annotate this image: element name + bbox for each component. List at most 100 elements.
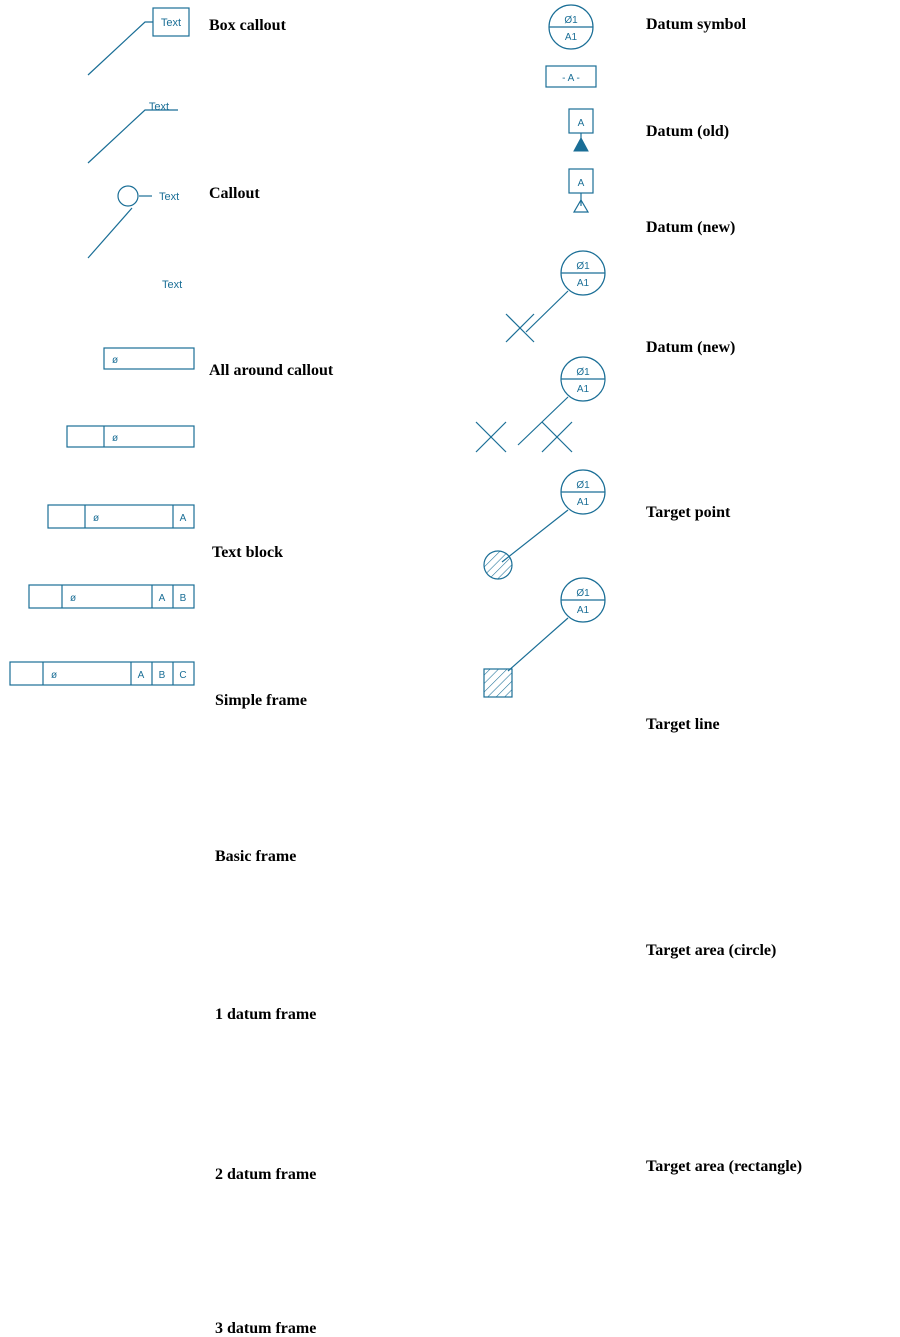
text-block-symbol: Text xyxy=(162,279,182,291)
datum-top-text: Ø1 xyxy=(576,261,590,272)
frame-cell-4: C xyxy=(179,670,186,681)
callout-text: Text xyxy=(159,191,179,203)
frame-outline xyxy=(9,661,195,686)
target-x-icon-left xyxy=(475,421,507,453)
leader-line xyxy=(517,396,569,446)
frame-outline xyxy=(47,504,195,529)
datum-top-text: Ø1 xyxy=(576,480,590,491)
target-area-rectangle-symbol: Ø1 A1 xyxy=(483,577,606,698)
row-all-around-callout: Text All around callout xyxy=(0,176,420,379)
row-basic-frame: ø Basic frame xyxy=(0,420,420,865)
box-callout-symbol: Text xyxy=(87,7,190,76)
leader-line xyxy=(525,290,569,333)
frame-outline xyxy=(66,425,195,448)
two-datum-frame-symbol: ø A B xyxy=(28,584,195,609)
row-datum-new-hollow: A Datum (new) xyxy=(450,164,900,356)
callout-box xyxy=(152,7,190,37)
callout-label: Callout xyxy=(209,185,260,202)
row-simple-frame: ø Simple frame xyxy=(0,342,420,709)
all-around-callout-symbol: Text xyxy=(87,185,179,259)
datum-symbol-label: Datum symbol xyxy=(646,16,747,33)
datum-symbol: Ø1 A1 xyxy=(548,4,594,50)
hatched-rectangle-target-icon xyxy=(483,668,513,698)
row-target-line: Ø1 A1 Target line xyxy=(450,352,900,733)
frame-cell-0: ø xyxy=(112,355,118,366)
three-datum-frame-symbol: ø A B C xyxy=(9,661,195,686)
datum-top-text: Ø1 xyxy=(564,15,578,26)
datum-bottom-text: A1 xyxy=(577,497,590,508)
datum-bottom-text: A1 xyxy=(577,278,590,289)
basic-frame-label: Basic frame xyxy=(215,848,297,865)
target-point-label: Target point xyxy=(646,504,731,521)
target-line-symbol: Ø1 A1 xyxy=(475,356,606,453)
row-datum-new-filled: A Datum (new) xyxy=(450,104,900,236)
target-line-label: Target line xyxy=(646,716,720,733)
leader-line xyxy=(87,207,133,259)
row-target-point: Ø1 A1 Target point xyxy=(450,246,900,521)
callout-text: Text xyxy=(149,101,169,113)
frame-outline xyxy=(28,584,195,609)
basic-frame-symbol: ø xyxy=(66,425,195,448)
frame-cell-1: ø xyxy=(93,513,99,524)
datum-new-hollow-label: Datum (new) xyxy=(646,339,736,356)
target-x-icon-right xyxy=(541,421,573,453)
leader-line xyxy=(507,617,569,672)
row-one-datum-frame: ø A 1 datum frame xyxy=(0,499,420,1023)
frame-cell-1: ø xyxy=(70,593,76,604)
datum-bottom-text: A1 xyxy=(565,32,578,43)
frame-cell-2: A xyxy=(180,513,187,524)
all-around-callout-label: All around callout xyxy=(209,362,334,379)
row-datum-old: - A - Datum (old) xyxy=(450,56,900,140)
target-area-rectangle-label: Target area (rectangle) xyxy=(646,1158,803,1175)
three-datum-frame-label: 3 datum frame xyxy=(215,1320,317,1337)
datum-new-filled-symbol: A xyxy=(568,108,594,152)
row-target-area-rectangle: Ø1 A1 Target area (rectangle) xyxy=(450,573,900,1175)
datum-old-text: - A - xyxy=(562,73,580,84)
leader-line xyxy=(501,509,569,563)
row-three-datum-frame: ø A B C 3 datum frame xyxy=(0,656,420,1337)
target-point-symbol: Ø1 A1 xyxy=(505,250,606,343)
row-text-block: Text Text block xyxy=(0,268,420,561)
datum-letter: A xyxy=(578,178,585,189)
leader-line xyxy=(87,109,178,164)
datum-bottom-text: A1 xyxy=(577,605,590,616)
frame-cell-2: A xyxy=(159,593,166,604)
one-datum-frame-label: 1 datum frame xyxy=(215,1006,317,1023)
row-box-callout: Text Box callout xyxy=(0,0,420,90)
all-around-circle-icon xyxy=(117,185,139,207)
frame-outline xyxy=(103,347,195,370)
datum-bottom-text: A1 xyxy=(577,384,590,395)
leader-line xyxy=(87,21,153,76)
target-area-circle-symbol: Ø1 A1 xyxy=(483,469,606,580)
callout-symbol: Text xyxy=(87,101,178,164)
box-callout-label: Box callout xyxy=(209,17,286,34)
datum-new-hollow-symbol: A xyxy=(568,168,594,213)
target-area-circle-label: Target area (circle) xyxy=(646,942,777,959)
row-two-datum-frame: ø A B 2 datum frame xyxy=(0,579,420,1183)
datum-top-text: Ø1 xyxy=(576,588,590,599)
one-datum-frame-symbol: ø A xyxy=(47,504,195,529)
two-datum-frame-label: 2 datum frame xyxy=(215,1166,317,1183)
hatched-circle-target-icon xyxy=(483,550,513,580)
datum-top-text: Ø1 xyxy=(576,367,590,378)
hollow-triangle-icon xyxy=(572,198,590,213)
text-block-text: Text xyxy=(162,279,182,291)
callout-text: Text xyxy=(161,17,181,29)
datum-letter: A xyxy=(578,118,585,129)
row-callout: Text Callout xyxy=(0,88,420,202)
target-x-icon xyxy=(505,313,535,343)
row-datum-symbol: Ø1 A1 Datum symbol xyxy=(450,0,900,55)
text-block-label: Text block xyxy=(212,544,283,561)
frame-cell-2: A xyxy=(138,670,145,681)
frame-cell-1: ø xyxy=(112,433,118,444)
simple-frame-symbol: ø xyxy=(103,347,195,370)
datum-new-filled-label: Datum (new) xyxy=(646,219,736,236)
datum-old-symbol: - A - xyxy=(545,65,597,88)
filled-triangle-icon xyxy=(573,136,589,152)
frame-cell-1: ø xyxy=(51,670,57,681)
frame-cell-3: B xyxy=(159,670,166,681)
datum-old-box xyxy=(545,65,597,88)
row-target-area-circle: Ø1 A1 Target area (circle) xyxy=(450,465,900,959)
frame-cell-3: B xyxy=(180,593,187,604)
